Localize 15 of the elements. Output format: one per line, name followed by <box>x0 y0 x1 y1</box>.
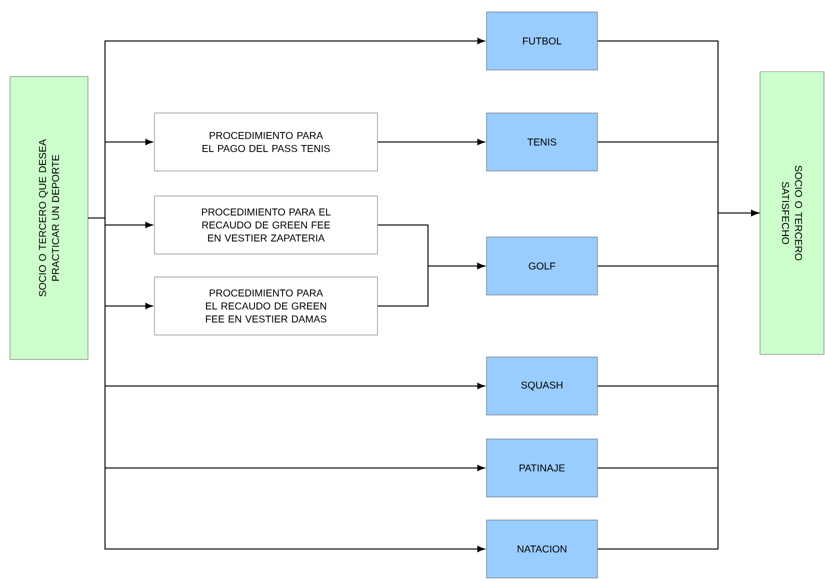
sport-box: PATINAJE <box>486 438 598 498</box>
sport-box: FUTBOL <box>486 12 598 70</box>
sport-box: SQUASH <box>486 356 598 416</box>
sport-box: NATACION <box>486 520 598 578</box>
arrow <box>377 262 485 306</box>
end-box: SOCIO O TERCERO SATISFECHO <box>760 71 824 355</box>
procedure-box: PROCEDIMIENTO PARA EL RECAUDO DE GREEN FEE EN VESTIER DAMAS <box>154 276 378 336</box>
arrow <box>597 210 758 550</box>
sport-box: GOLF <box>486 236 598 296</box>
sport-box: TENIS <box>486 112 598 172</box>
start-box: SOCIO O TERCERO QUE DESEA PRACTICAR UN DEPORTE <box>10 76 88 360</box>
arrow <box>377 138 485 146</box>
procedure-box: PROCEDIMIENTO PARA EL PAGO DEL PASS TENIS <box>154 112 378 172</box>
arrow <box>88 218 485 552</box>
procedure-box: PROCEDIMIENTO PARA EL RECAUDO DE GREEN FEE EN VESTIER ZAPATERIA <box>154 196 378 254</box>
